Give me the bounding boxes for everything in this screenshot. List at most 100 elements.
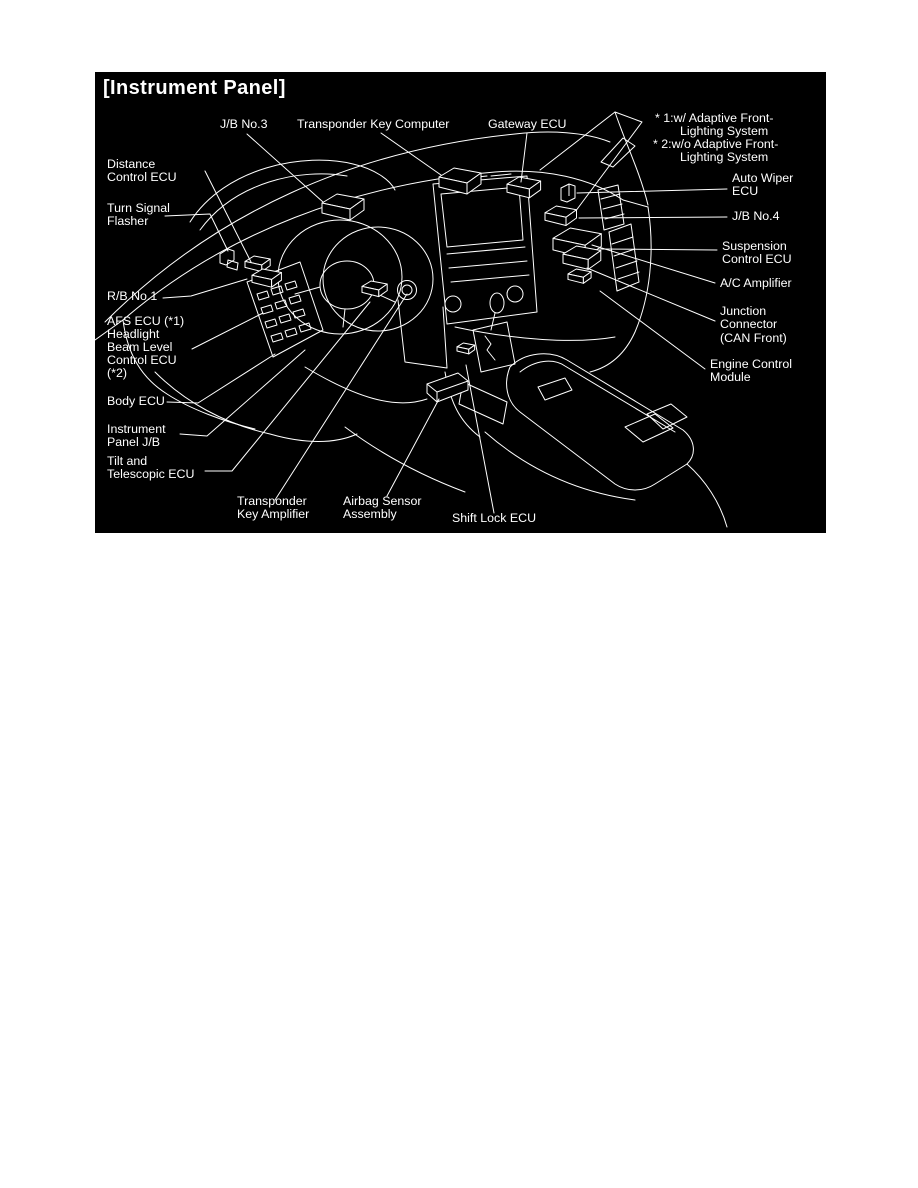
label-ecm-1: Engine Control: [710, 357, 792, 371]
label-ac-amplifier: A/C Amplifier: [720, 276, 792, 290]
stack-buttons: [446, 246, 530, 283]
console-front-pocket: [458, 381, 508, 425]
instrument-panel-diagram: [Instrument Panel]: [95, 72, 826, 533]
cowl-line: [104, 131, 611, 323]
label-afs-3: Beam Level: [107, 340, 172, 354]
label-airbag-1: Airbag Sensor: [343, 494, 422, 508]
quarter-glass: [600, 137, 636, 168]
auto-wiper-ecu-box: [561, 184, 575, 202]
console-cupholder: [537, 377, 573, 401]
leader-auto-wiper-ecu: [576, 188, 728, 194]
leader-body-ecu: [166, 353, 276, 404]
leader-jb-no3: [246, 133, 324, 203]
label-ip-jb-1: Instrument: [107, 422, 166, 436]
leader-junction-connector: [586, 267, 716, 322]
leader-transponder-key-amplifier: [274, 293, 408, 501]
label-distance-1: Distance: [107, 157, 155, 171]
console-switch-right: [646, 403, 688, 430]
steering-wheel-rim-depth: [322, 226, 434, 332]
leader-airbag-sensor-assembly: [386, 398, 440, 497]
label-auto-wiper-ecu-1: Auto Wiper: [732, 171, 793, 185]
label-afs-5: (*2): [107, 366, 127, 380]
callout-labels: J/B No.3 Transponder Key Computer Gatewa…: [107, 111, 793, 525]
cluster-hood: [189, 159, 396, 223]
label-junction-3: (CAN Front): [720, 331, 787, 345]
label-afs-2: Headlight: [107, 327, 160, 341]
label-junction-2: Connector: [720, 317, 777, 331]
label-footnote-1: * 1:w/ Adaptive Front-: [655, 111, 773, 125]
label-footnote-2: Lighting System: [680, 124, 768, 138]
label-suspension-2: Control ECU: [722, 252, 792, 266]
label-tka-1: Transponder: [237, 494, 307, 508]
door-line: [95, 319, 124, 341]
right-vent-lower: [608, 223, 640, 292]
label-footnote-3: * 2:w/o Adaptive Front-: [653, 137, 778, 151]
a-pillar: [539, 111, 643, 213]
airbag-sensor-box-edges: [426, 380, 469, 403]
label-afs-1: AFS ECU (*1): [107, 314, 184, 328]
a-pillar-edge: [614, 111, 649, 206]
transponder-key-computer-box: [438, 167, 482, 195]
jb-no3-box: [321, 193, 365, 221]
label-jb-no4: J/B No.4: [732, 209, 780, 223]
label-turn-signal-2: Flasher: [107, 214, 148, 228]
dash-left-edge: [122, 319, 256, 430]
label-airbag-2: Assembly: [343, 507, 398, 521]
tilt-telescopic-ecu-box: [361, 280, 388, 297]
jb-no4-box: [544, 205, 577, 226]
right-vent-lower-slats: [611, 236, 640, 280]
label-ecm-2: Module: [710, 370, 751, 384]
console-armrest-seam: [519, 360, 676, 433]
label-ip-jb-2: Panel J/B: [107, 435, 160, 449]
label-turn-signal-1: Turn Signal: [107, 201, 170, 215]
leader-rb-no1: [162, 278, 248, 299]
shift-knob: [489, 292, 505, 314]
right-vent-upper-slats: [600, 193, 625, 220]
console-floor-lines: [444, 371, 728, 528]
label-gateway-ecu: Gateway ECU: [488, 117, 567, 131]
dash-top-edge: [122, 170, 649, 321]
label-afs-4: Control ECU: [107, 353, 177, 367]
label-junction-1: Junction: [720, 304, 766, 318]
turn-signal-flasher-box: [220, 249, 238, 270]
shift-gate: [472, 321, 516, 373]
center-stack: [432, 175, 538, 325]
component-boxes: [220, 167, 602, 403]
leader-distance-control-ecu: [204, 170, 252, 263]
stack-knob-left: [444, 295, 462, 313]
steering-column: [397, 299, 448, 369]
leader-ac-amplifier: [591, 244, 716, 284]
label-tilt-2: Telescopic ECU: [107, 467, 194, 481]
label-distance-2: Control ECU: [107, 170, 177, 184]
stack-knob-right: [506, 285, 524, 303]
leader-gateway-ecu: [520, 132, 528, 183]
leader-jb-no4: [578, 216, 728, 219]
label-suspension-1: Suspension: [722, 239, 787, 253]
leader-instrument-panel-jb: [179, 349, 306, 437]
airbag-sensor-box: [427, 373, 468, 402]
center-screen: [440, 186, 524, 248]
dash-right-wrap: [454, 206, 652, 373]
label-rb-no1: R/B No.1: [107, 289, 157, 303]
label-transponder-key-computer: Transponder Key Computer: [297, 117, 449, 131]
leader-turn-signal-flasher: [164, 213, 229, 252]
leader-afs-ecu: [191, 312, 264, 350]
fuse-panel: [246, 261, 324, 358]
gateway-ecu-box: [506, 176, 541, 199]
shift-lever: [490, 312, 496, 331]
console-switch-left: [624, 413, 674, 443]
shift-gate-pattern: [484, 335, 496, 361]
right-vent-upper: [597, 184, 625, 231]
label-auto-wiper-ecu-2: ECU: [732, 184, 758, 198]
leader-engine-control-module: [599, 290, 706, 370]
dashboard-line-art: [Instrument Panel]: [95, 77, 793, 528]
dashboard-body: [95, 111, 728, 528]
relay-block-lower: [251, 268, 282, 288]
cluster-hood-inner: [199, 173, 348, 231]
label-footnote-4: Lighting System: [680, 150, 768, 164]
leader-transponder-key-computer: [380, 132, 442, 176]
label-tilt-1: Tilt and: [107, 454, 147, 468]
label-tka-2: Key Amplifier: [237, 507, 309, 521]
page-title: [Instrument Panel]: [103, 77, 286, 99]
label-shift-lock-ecu: Shift Lock ECU: [452, 511, 536, 525]
